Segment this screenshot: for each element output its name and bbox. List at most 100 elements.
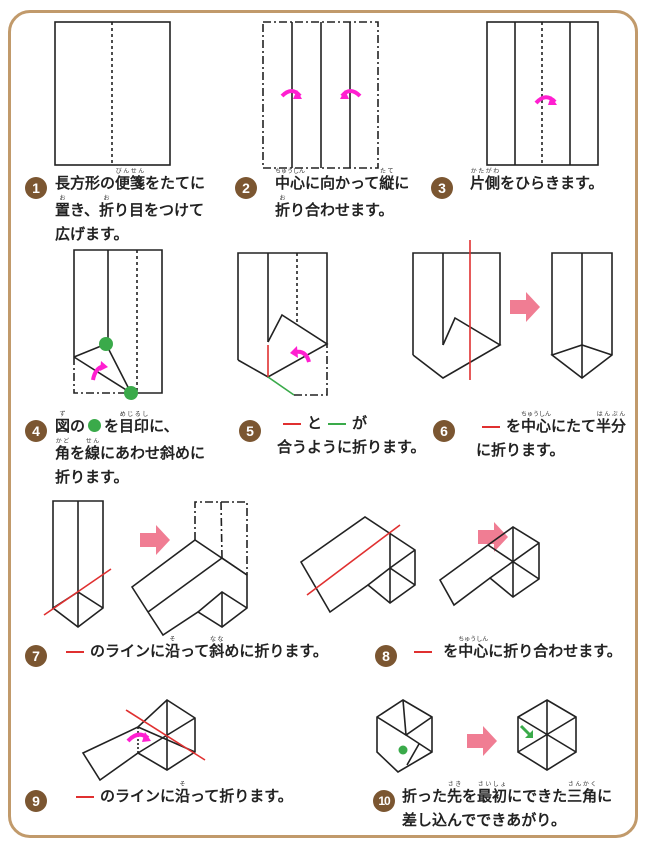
text-segment: めに折ります。 — [224, 642, 328, 660]
furigana: そ — [165, 636, 181, 643]
step-2-diagram — [262, 21, 379, 169]
word: 斜 — [209, 642, 225, 660]
ruby-word: 便箋びんせん — [115, 168, 146, 192]
furigana: ちゅうしん — [458, 636, 489, 643]
furigana: お — [55, 195, 71, 202]
step-8-text: を中心ちゅうしんに折り合わせます。 — [408, 636, 622, 663]
text-line: 片側かたがわをひらきます。 — [470, 168, 604, 195]
word: 沿 — [165, 642, 181, 660]
text-segment: にできた — [507, 787, 568, 805]
step-3-text: 片側かたがわをひらきます。 — [470, 168, 604, 195]
word: 先 — [447, 787, 463, 805]
step-number-badge: 5 — [239, 420, 261, 442]
ruby-word: 図ず — [55, 411, 71, 435]
word: 置 — [55, 201, 71, 219]
furigana: そ — [175, 781, 191, 788]
step-number-badge: 10 — [373, 790, 395, 812]
text-line: 中心ちゅうしんに向かって縦たてに — [275, 168, 409, 195]
word: 片側 — [470, 174, 501, 192]
red-line-marker — [482, 425, 500, 428]
ruby-word: 角かど — [55, 438, 71, 462]
step-number-badge: 9 — [25, 790, 47, 812]
text-segment: をたてに — [145, 174, 206, 192]
text-line: 図ずのを目印めじるしに、 — [55, 411, 205, 438]
furigana: めじるし — [119, 411, 150, 418]
ruby-word: 最初さいしょ — [477, 781, 508, 805]
furigana: ず — [55, 411, 71, 418]
text-segment: に折り合わせます。 — [488, 642, 622, 660]
text-segment: に — [394, 174, 410, 192]
step-5-text: とが合うように折ります。 — [277, 411, 426, 459]
step-2-text: 中心ちゅうしんに向かって縦たてに折おり合わせます。 — [275, 168, 409, 222]
step-8-diagram — [299, 516, 540, 614]
ruby-word: 折お — [99, 195, 114, 219]
ruby-word: 沿そ — [165, 636, 181, 660]
text-line: のラインに沿そって折ります。 — [70, 781, 293, 808]
word: 折 — [275, 201, 291, 219]
step-5-diagram — [237, 252, 329, 396]
step-4-text: 図ずのを目印めじるしに、角かどを線せんにあわせ斜めに折ります。 — [55, 411, 205, 489]
green-line-marker — [328, 422, 347, 425]
furigana: さいしょ — [477, 781, 508, 788]
step-9-text: のラインに沿そって折ります。 — [70, 781, 293, 808]
step-10-diagram — [376, 699, 577, 773]
furigana: かど — [55, 438, 71, 445]
word: 図 — [55, 417, 71, 435]
text-segment: のラインに — [90, 642, 166, 660]
step-4-diagram — [73, 249, 163, 400]
word: 三角 — [567, 787, 598, 805]
step-10-text: 折った先さきを最初さいしょにできた三角さんかくに差し込んでできあがり。 — [402, 781, 612, 832]
furigana: さき — [447, 781, 463, 788]
word: 中心 — [521, 417, 552, 435]
text-segment: 長方形の — [55, 174, 116, 192]
text-segment: に、 — [149, 417, 179, 435]
text-segment: を — [506, 417, 522, 435]
step-7-text: のラインに沿そって斜ななめに折ります。 — [60, 636, 328, 663]
text-segment: り目をつけて — [113, 201, 204, 219]
step-6-diagram — [412, 240, 613, 380]
green-dot-icon — [88, 419, 102, 432]
word: 中心 — [275, 174, 306, 192]
text-segment: に折ります。 — [476, 441, 565, 459]
ruby-word: 沿そ — [175, 781, 190, 805]
word: 角 — [55, 444, 71, 462]
red-line-marker — [66, 650, 84, 653]
text-segment: って折ります。 — [190, 787, 293, 805]
text-line: 角かどを線せんにあわせ斜めに — [55, 438, 205, 465]
text-line: を中心ちゅうしんにたて半分はんぶん — [476, 411, 626, 438]
ruby-word: 先さき — [447, 781, 463, 805]
text-line: 折おり合わせます。 — [275, 195, 409, 222]
word: 半分 — [596, 417, 627, 435]
text-line: とが — [277, 411, 426, 435]
step-3-diagram — [486, 21, 599, 166]
ruby-word: 目印めじるし — [119, 411, 150, 435]
arrow-icon — [519, 724, 532, 737]
text-segment: を — [104, 417, 120, 435]
ruby-word: 斜なな — [209, 636, 225, 660]
text-segment: を — [462, 787, 478, 805]
word: 便箋 — [115, 174, 146, 192]
step-number-badge: 3 — [431, 177, 453, 199]
step-1-diagram — [54, 21, 171, 166]
text-line: 折ります。 — [55, 465, 205, 489]
text-line: のラインに沿そって斜ななめに折ります。 — [60, 636, 328, 663]
text-segment: にあわせ斜めに — [100, 444, 206, 462]
text-segment: にたて — [551, 417, 597, 435]
text-segment: 折った — [402, 787, 448, 805]
ruby-word: 片側かたがわ — [470, 168, 501, 192]
text-line: を中心ちゅうしんに折り合わせます。 — [408, 636, 622, 663]
step-7-diagram — [43, 500, 248, 637]
red-line-marker — [76, 795, 94, 798]
word: 中心 — [458, 642, 489, 660]
step-9-diagram — [81, 698, 206, 782]
text-line: 広げます。 — [55, 222, 205, 246]
word: 目印 — [119, 417, 150, 435]
text-segment: り合わせます。 — [290, 201, 394, 219]
word: 最初 — [477, 787, 508, 805]
text-segment: に向かって — [305, 174, 380, 192]
text-segment: 折ります。 — [55, 468, 129, 486]
text-segment: き、 — [70, 201, 99, 219]
text-segment: をひらきます。 — [500, 174, 604, 192]
word: 縦 — [379, 174, 395, 192]
